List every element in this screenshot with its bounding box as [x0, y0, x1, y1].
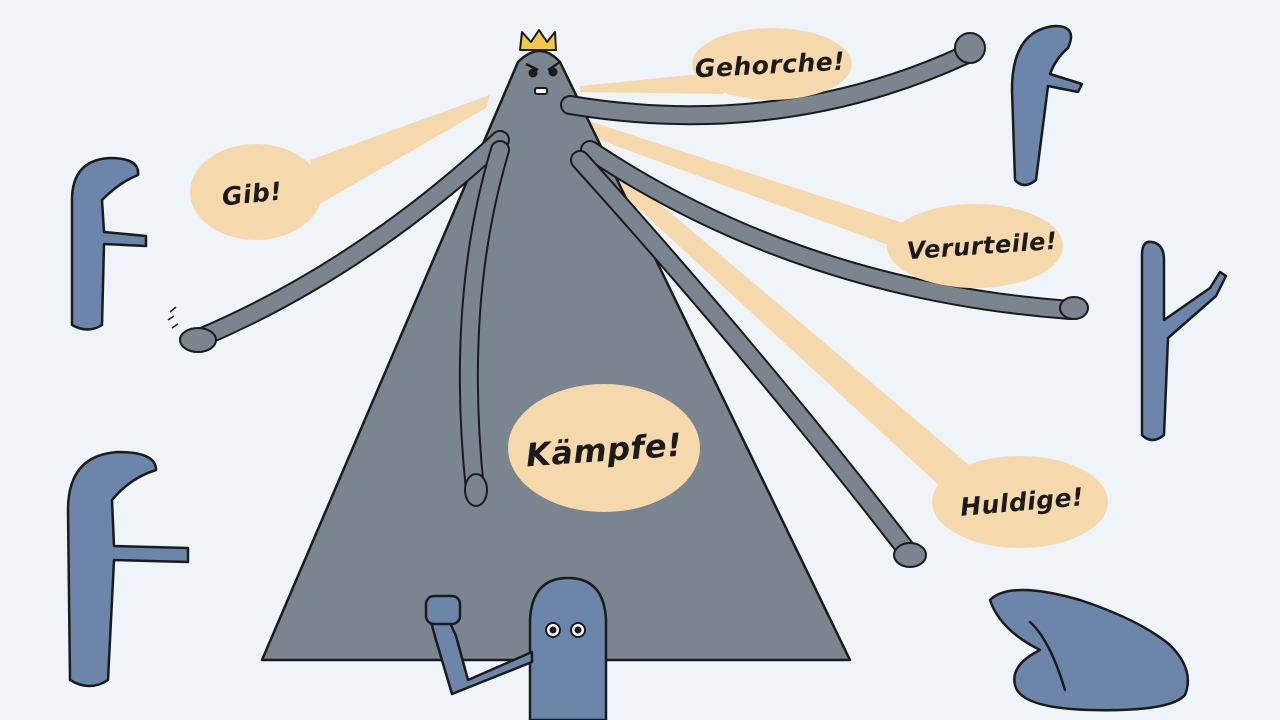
- fist-hand: [954, 32, 986, 64]
- subject-eyes: [545, 622, 586, 638]
- subject-fist-raised: [528, 576, 608, 720]
- ray-verurteile: [550, 110, 935, 262]
- subject-pointing-right: [1140, 240, 1228, 442]
- subject-kneeling-right: [988, 588, 1190, 712]
- speech-bubbles: [190, 28, 1108, 548]
- open-hand-left: [179, 327, 217, 353]
- ray-gehorche: [580, 72, 724, 94]
- ray-gib: [310, 95, 490, 205]
- subjects: [66, 24, 1228, 720]
- ruler-hands: [179, 32, 1089, 568]
- subject-bowing-left-bottom: [66, 450, 190, 688]
- ray-huldige: [540, 116, 975, 500]
- bubble-huldige: [932, 456, 1108, 548]
- subject-bowing-left-top: [70, 156, 148, 331]
- crown-icon: [519, 29, 557, 51]
- ruler-pyramid-body: [260, 49, 852, 662]
- ruler-arms: [190, 45, 1080, 558]
- pointing-hand-right: [1059, 296, 1089, 320]
- bubble-gib: [190, 144, 322, 240]
- bubble-gehorche: [692, 28, 852, 100]
- bubble-kampfe: [508, 384, 700, 512]
- bubble-verurteile: [887, 204, 1063, 288]
- pointing-hand-down: [464, 473, 488, 507]
- ruler-face: [525, 60, 561, 95]
- pointing-hand-diagonal: [893, 542, 927, 568]
- subject-saluting-right-top: [1010, 24, 1084, 187]
